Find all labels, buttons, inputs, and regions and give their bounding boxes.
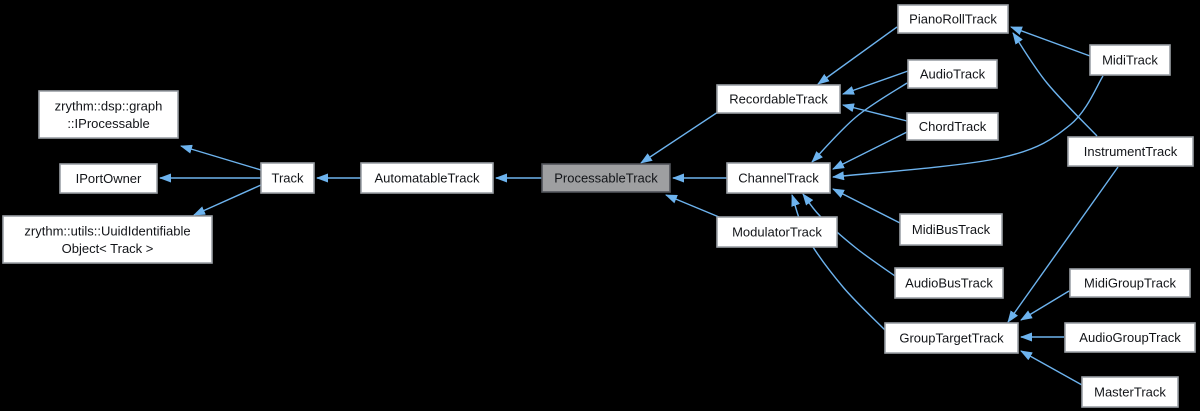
node-label: zrythm::dsp::graph <box>55 98 163 113</box>
node-box[interactable] <box>1069 268 1191 298</box>
edge-InstrumentTrack-to-GroupTargetTrack <box>1007 166 1119 323</box>
node-InstrumentTrack[interactable]: InstrumentTrack <box>1067 136 1194 167</box>
node-AudioGroupTrack[interactable]: AudioGroupTrack <box>1064 322 1196 353</box>
node-box[interactable] <box>1089 44 1171 76</box>
edge-RecordableTrack-to-ProcessableTrack <box>640 111 719 164</box>
node-label: MidiGroupTrack <box>1084 276 1176 291</box>
node-box[interactable] <box>260 162 315 194</box>
node-MasterTrack[interactable]: MasterTrack <box>1081 376 1179 408</box>
edge-ChordTrack-to-ChannelTrack <box>832 131 908 170</box>
node-label: InstrumentTrack <box>1084 144 1178 159</box>
node-box[interactable] <box>884 322 1019 354</box>
node-MidiGroupTrack[interactable]: MidiGroupTrack <box>1069 268 1191 298</box>
edge-Track-to-UuidIdentifiableObject <box>193 184 262 216</box>
node-box[interactable] <box>906 112 999 141</box>
node-box[interactable] <box>1067 136 1194 167</box>
edges-layer <box>159 26 1119 386</box>
node-box[interactable] <box>894 267 1004 299</box>
node-ProcessableTrack[interactable]: ProcessableTrack <box>541 163 671 193</box>
node-box[interactable] <box>716 216 838 248</box>
node-box[interactable] <box>59 163 158 194</box>
edge-PianoRollTrack-to-RecordableTrack <box>817 26 898 85</box>
edge-AudioTrack-to-ChannelTrack <box>811 82 908 163</box>
edge-GroupTargetTrack-to-ChannelTrack <box>791 194 886 331</box>
node-GroupTargetTrack[interactable]: GroupTargetTrack <box>884 322 1019 354</box>
node-IPortOwner[interactable]: IPortOwner <box>59 163 158 194</box>
node-MidiBusTrack[interactable]: MidiBusTrack <box>899 213 1003 246</box>
edge-MidiGroupTrack-to-GroupTargetTrack <box>1020 290 1070 321</box>
node-box[interactable] <box>2 215 213 264</box>
node-label: IPortOwner <box>76 171 142 186</box>
node-MidiTrack[interactable]: MidiTrack <box>1089 44 1171 76</box>
node-box[interactable] <box>38 90 179 139</box>
node-AutomatableTrack[interactable]: AutomatableTrack <box>360 162 494 194</box>
node-label: ModulatorTrack <box>732 225 822 240</box>
node-label: ::IProcessable <box>67 116 149 131</box>
node-label: MidiTrack <box>1102 53 1158 68</box>
node-label: RecordableTrack <box>729 92 828 107</box>
node-Track[interactable]: Track <box>260 162 315 194</box>
edge-MasterTrack-to-GroupTargetTrack <box>1020 350 1083 386</box>
node-AudioTrack[interactable]: AudioTrack <box>907 59 998 89</box>
node-label: AudioTrack <box>920 67 986 82</box>
node-label: AudioBusTrack <box>905 276 993 291</box>
node-label: MidiBusTrack <box>912 222 991 237</box>
node-box[interactable] <box>1064 322 1196 353</box>
edge-MidiTrack-to-ChannelTrack <box>832 75 1104 181</box>
node-box[interactable] <box>716 84 841 114</box>
node-label: AutomatableTrack <box>374 171 480 186</box>
edge-InstrumentTrack-to-PianoRollTrack <box>1012 32 1098 137</box>
nodes-layer: zrythm::dsp::graph::IProcessableIPortOwn… <box>2 4 1196 408</box>
edge-ChordTrack-to-RecordableTrack <box>842 103 908 122</box>
node-AudioBusTrack[interactable]: AudioBusTrack <box>894 267 1004 299</box>
node-box[interactable] <box>541 163 671 193</box>
node-ChannelTrack[interactable]: ChannelTrack <box>726 162 831 194</box>
node-label: MasterTrack <box>1094 385 1166 400</box>
node-label: ProcessableTrack <box>554 171 658 186</box>
node-box[interactable] <box>360 162 494 194</box>
edge-MidiBusTrack-to-ChannelTrack <box>832 188 901 224</box>
edge-MidiTrack-to-PianoRollTrack <box>1010 26 1091 57</box>
node-PianoRollTrack[interactable]: PianoRollTrack <box>897 4 1009 34</box>
node-label: PianoRollTrack <box>909 12 997 27</box>
node-RecordableTrack[interactable]: RecordableTrack <box>716 84 841 114</box>
node-box[interactable] <box>726 162 831 194</box>
node-box[interactable] <box>897 4 1009 34</box>
node-label: GroupTargetTrack <box>899 331 1004 346</box>
node-box[interactable] <box>899 213 1003 246</box>
edge-ModulatorTrack-to-ProcessableTrack <box>665 194 720 218</box>
node-IProcessable[interactable]: zrythm::dsp::graph::IProcessable <box>38 90 179 139</box>
node-label: Object< Track > <box>62 241 154 256</box>
node-ChordTrack[interactable]: ChordTrack <box>906 112 999 141</box>
node-label: AudioGroupTrack <box>1079 330 1181 345</box>
edge-AudioTrack-to-RecordableTrack <box>842 70 909 95</box>
node-label: ChordTrack <box>919 119 987 134</box>
node-label: ChannelTrack <box>738 171 819 186</box>
node-box[interactable] <box>1081 376 1179 408</box>
node-label: Track <box>271 171 304 186</box>
node-label: zrythm::utils::UuidIdentifiable <box>24 223 190 238</box>
node-ModulatorTrack[interactable]: ModulatorTrack <box>716 216 838 248</box>
node-box[interactable] <box>907 59 998 89</box>
edge-Track-to-IProcessable <box>180 144 262 171</box>
